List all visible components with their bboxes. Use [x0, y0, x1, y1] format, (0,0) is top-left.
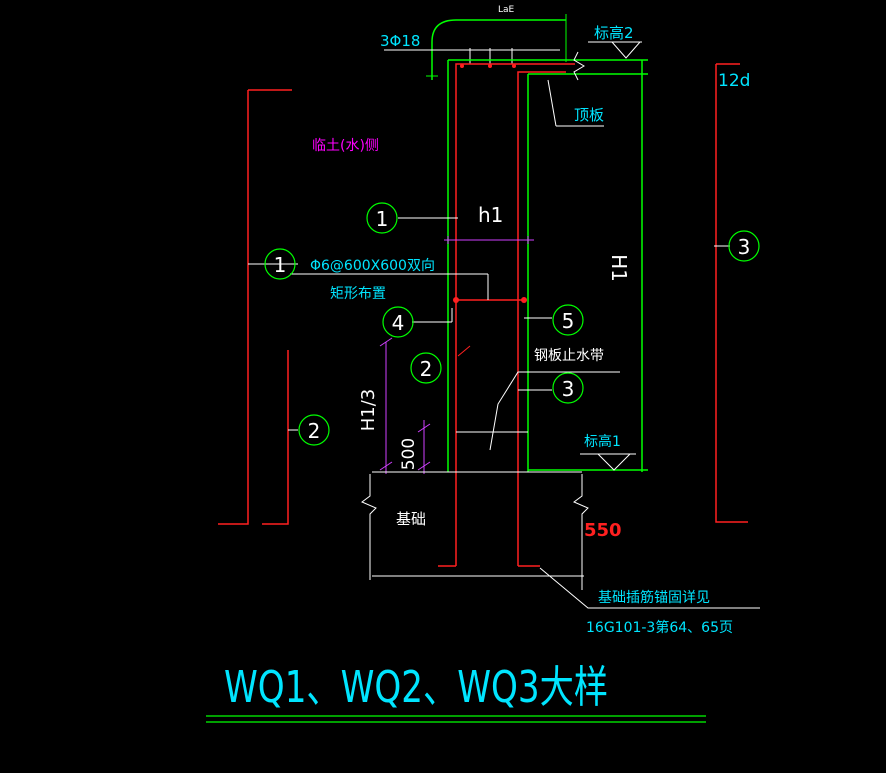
rebar-dots — [453, 64, 527, 303]
label-tie-bars: Φ6@600X600双向 — [310, 258, 435, 274]
callout-2-mid: 2 — [410, 352, 442, 384]
label-rebar-top: 3Φ18 — [380, 32, 420, 50]
callout-3-mid-text: 3 — [562, 377, 575, 401]
label-H1: H1 — [607, 254, 631, 282]
label-tie-layout: 矩形布置 — [330, 286, 386, 302]
callout-3-mid: 3 — [552, 372, 584, 404]
callout-3-right: 3 — [728, 230, 760, 262]
wall-outline — [447, 59, 648, 472]
callout-1-left-text: 1 — [274, 253, 287, 277]
callout-3-right-text: 3 — [738, 235, 751, 259]
label-anchor-reference: 16G101-3第64、65页 — [586, 619, 733, 636]
callout-2-mid-text: 2 — [420, 357, 433, 381]
drawing-title: WQ1、WQ2、WQ3大样 — [224, 662, 608, 713]
label-lae: LaE — [498, 5, 515, 15]
top-hook — [384, 14, 567, 80]
label-foundation: 基础 — [396, 510, 426, 528]
rebars — [218, 63, 748, 567]
label-waterstop: 钢板止水带 — [534, 348, 604, 364]
callout-1-left: 1 — [264, 248, 296, 280]
callout-5-text: 5 — [562, 309, 575, 333]
dimensions — [379, 236, 534, 474]
leader-2-mid — [457, 345, 471, 357]
label-12d: 12d — [718, 71, 750, 91]
label-h1: h1 — [478, 203, 503, 227]
callout-2-left: 2 — [298, 414, 330, 446]
label-top-slab: 顶板 — [574, 106, 604, 124]
label-H1-third: H1/3 — [358, 389, 379, 432]
callout-2-left-text: 2 — [308, 419, 321, 443]
foundation — [361, 471, 589, 590]
slab-break-line — [573, 51, 585, 81]
callout-4: 4 — [382, 306, 414, 338]
callout-4-text: 4 — [392, 311, 405, 335]
label-500: 500 — [399, 438, 419, 470]
label-elevation-1: 标高1 — [584, 433, 621, 450]
callout-1-mid-text: 1 — [376, 207, 389, 231]
elevation-markers — [580, 41, 642, 471]
callout-5: 5 — [552, 304, 584, 336]
label-550: 550 — [584, 520, 622, 541]
callout-1-mid: 1 — [366, 202, 398, 234]
leaders — [248, 79, 760, 609]
label-elevation-2: 标高2 — [594, 24, 634, 42]
label-soil-side: 临土(水)侧 — [312, 138, 379, 154]
label-anchor-note: 基础插筋锚固详见 — [598, 589, 710, 606]
